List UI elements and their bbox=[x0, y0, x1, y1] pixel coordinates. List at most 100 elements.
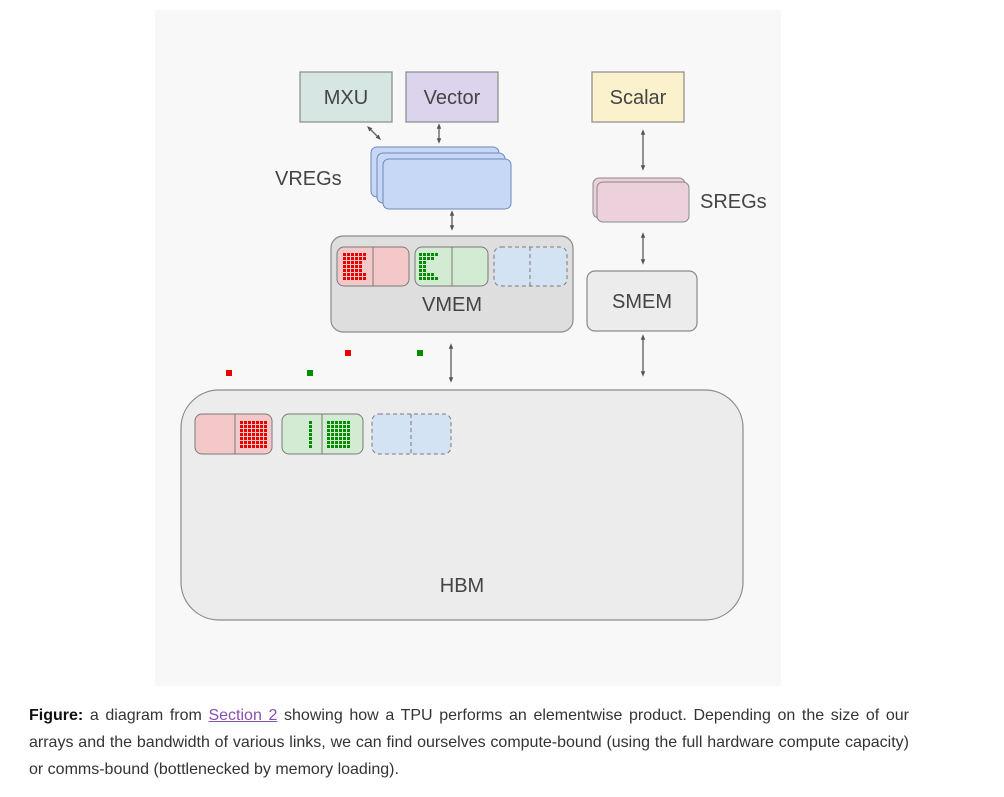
grid-tile bbox=[343, 261, 346, 264]
resize-arrow-icon bbox=[367, 126, 381, 140]
grid-tile bbox=[248, 433, 251, 436]
grid-tile bbox=[419, 277, 422, 280]
grid-tile bbox=[347, 441, 350, 444]
vmem-block: VMEM bbox=[330, 235, 574, 333]
grid-tile bbox=[355, 265, 358, 268]
green-tile-in-flight bbox=[307, 370, 313, 376]
grid-tile bbox=[244, 421, 247, 424]
grid-tile bbox=[264, 425, 267, 428]
grid-tile bbox=[248, 437, 251, 440]
section-link[interactable]: Section 2 bbox=[208, 707, 278, 724]
vmem-label: VMEM bbox=[422, 294, 482, 316]
scalar-unit: Scalar bbox=[591, 71, 685, 123]
grid-tile bbox=[264, 429, 267, 432]
grid-tile bbox=[343, 257, 346, 260]
grid-tile bbox=[343, 429, 346, 432]
grid-tile bbox=[343, 273, 346, 276]
grid-tile bbox=[355, 253, 358, 256]
grid-tile bbox=[347, 269, 350, 272]
grid-tile bbox=[331, 421, 334, 424]
grid-tile bbox=[327, 429, 330, 432]
grid-tile bbox=[248, 429, 251, 432]
grid-tile bbox=[339, 433, 342, 436]
grid-tile bbox=[248, 445, 251, 448]
vector-label: Vector bbox=[424, 87, 481, 109]
green-tile-in-flight bbox=[417, 350, 423, 356]
grid-tile bbox=[240, 437, 243, 440]
grid-tile bbox=[335, 421, 338, 424]
caption-pre-link: a diagram from bbox=[83, 707, 209, 724]
grid-tile bbox=[355, 273, 358, 276]
grid-tile bbox=[343, 445, 346, 448]
sregs-stack bbox=[592, 177, 690, 223]
grid-tile bbox=[343, 277, 346, 280]
grid-tile bbox=[347, 429, 350, 432]
grid-tile bbox=[244, 429, 247, 432]
grid-tile bbox=[355, 269, 358, 272]
grid-tile bbox=[343, 253, 346, 256]
grid-tile bbox=[309, 437, 312, 440]
grid-tile bbox=[339, 429, 342, 432]
mxu-unit: MXU bbox=[299, 71, 393, 123]
grid-tile bbox=[359, 269, 362, 272]
hbm-green-buffer bbox=[281, 413, 364, 455]
grid-tile bbox=[256, 433, 259, 436]
grid-tile bbox=[359, 253, 362, 256]
grid-tile bbox=[240, 421, 243, 424]
grid-tile bbox=[419, 269, 422, 272]
grid-tile bbox=[347, 253, 350, 256]
grid-tile bbox=[335, 441, 338, 444]
grid-tile bbox=[359, 265, 362, 268]
grid-tile bbox=[419, 253, 422, 256]
grid-tile bbox=[244, 441, 247, 444]
grid-tile bbox=[252, 441, 255, 444]
figure-caption: Figure: a diagram from Section 2 showing… bbox=[29, 702, 909, 783]
grid-tile bbox=[256, 425, 259, 428]
grid-tile bbox=[244, 425, 247, 428]
grid-tile bbox=[264, 437, 267, 440]
sregs-label: SREGs bbox=[700, 191, 767, 213]
grid-tile bbox=[264, 441, 267, 444]
grid-tile bbox=[252, 433, 255, 436]
grid-tile bbox=[359, 261, 362, 264]
grid-tile bbox=[264, 433, 267, 436]
grid-tile bbox=[363, 273, 366, 276]
grid-tile bbox=[419, 261, 422, 264]
vmem-red-buffer bbox=[336, 246, 410, 287]
grid-tile bbox=[309, 425, 312, 428]
grid-tile bbox=[343, 421, 346, 424]
grid-tile bbox=[327, 441, 330, 444]
grid-tile bbox=[331, 441, 334, 444]
scalar-label: Scalar bbox=[610, 87, 667, 109]
grid-tile bbox=[359, 257, 362, 260]
grid-tile bbox=[335, 433, 338, 436]
grid-tile bbox=[331, 437, 334, 440]
grid-tile bbox=[264, 445, 267, 448]
grid-tile bbox=[256, 421, 259, 424]
grid-tile bbox=[252, 445, 255, 448]
grid-tile bbox=[423, 261, 426, 264]
grid-tile bbox=[252, 437, 255, 440]
grid-tile bbox=[423, 257, 426, 260]
grid-tile bbox=[260, 445, 263, 448]
grid-tile bbox=[355, 261, 358, 264]
grid-tile bbox=[309, 445, 312, 448]
grid-tile bbox=[427, 253, 430, 256]
grid-tile bbox=[419, 257, 422, 260]
grid-tile bbox=[327, 437, 330, 440]
grid-tile bbox=[248, 425, 251, 428]
grid-tile bbox=[309, 421, 312, 424]
grid-tile bbox=[419, 265, 422, 268]
grid-tile bbox=[260, 433, 263, 436]
grid-tile bbox=[244, 433, 247, 436]
grid-tile bbox=[343, 269, 346, 272]
grid-tile bbox=[260, 421, 263, 424]
grid-tile bbox=[419, 273, 422, 276]
grid-tile bbox=[331, 445, 334, 448]
grid-tile bbox=[423, 269, 426, 272]
grid-tile bbox=[431, 253, 434, 256]
grid-tile bbox=[335, 425, 338, 428]
grid-tile bbox=[363, 253, 366, 256]
grid-tile bbox=[240, 445, 243, 448]
grid-tile bbox=[335, 429, 338, 432]
